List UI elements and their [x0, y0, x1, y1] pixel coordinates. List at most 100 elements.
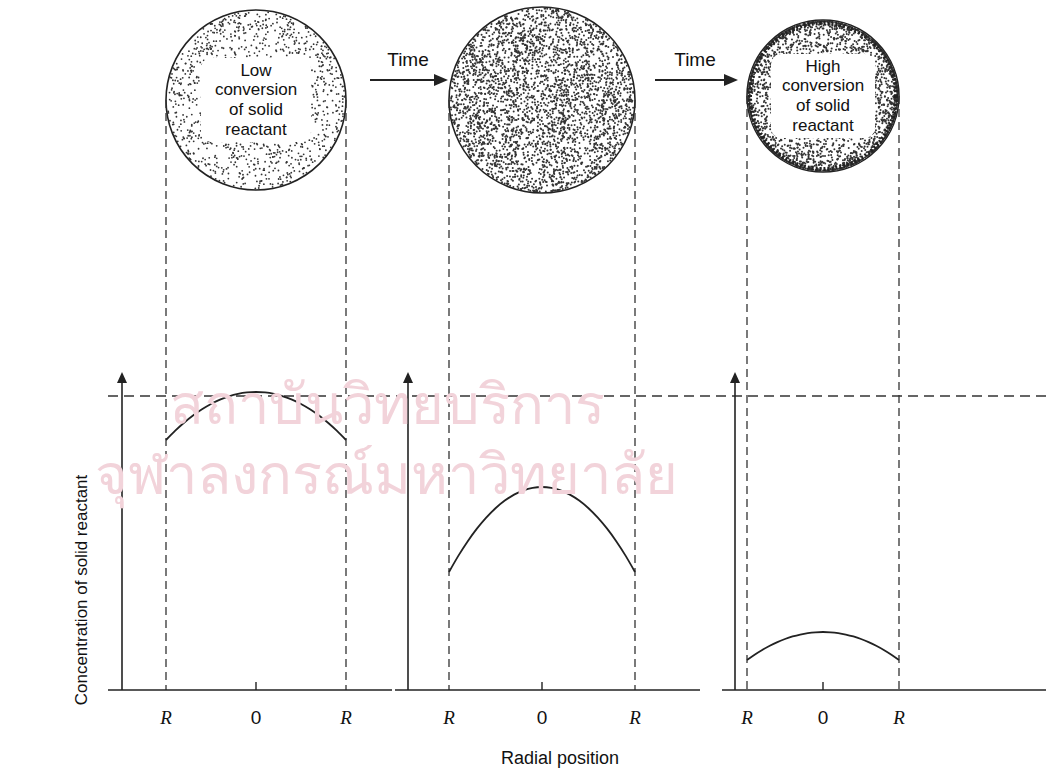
stipple-dot [579, 119, 581, 121]
stipple-dot [291, 150, 293, 152]
stipple-dot [579, 157, 581, 159]
stipple-dot [238, 48, 240, 50]
stipple-dot [318, 65, 320, 67]
stipple-dot [249, 55, 251, 57]
stipple-dot [265, 14, 267, 16]
stipple-dot [503, 23, 505, 25]
stipple-dot [336, 131, 338, 133]
stipple-dot [277, 144, 279, 146]
stipple-dot [259, 182, 261, 184]
stipple-dot [203, 143, 205, 145]
stipple-dot [214, 155, 216, 157]
stipple-dot [233, 185, 235, 187]
stipple-dot [248, 12, 250, 14]
stipple-dot [256, 25, 258, 27]
stipple-dot [231, 40, 233, 42]
stipple-dot [286, 18, 288, 20]
stipple-dot [509, 176, 511, 178]
stipple-dot [528, 63, 530, 65]
stipple-dot [315, 121, 317, 123]
stipple-dot [451, 114, 453, 116]
stipple-dot [249, 171, 251, 173]
stipple-dot [282, 30, 284, 32]
stipple-dot [176, 93, 178, 95]
stipple-dot [286, 55, 288, 57]
stipple-dot [287, 25, 289, 27]
stipple-dot [630, 94, 632, 96]
stipple-dot [231, 154, 233, 156]
stipple-dot [295, 40, 297, 42]
stipple-dot [254, 148, 256, 150]
stipple-dot [550, 70, 552, 72]
stipple-dot [324, 100, 326, 102]
stipple-dot [277, 149, 279, 151]
stipple-dot [312, 114, 314, 116]
stipple-dot [224, 182, 226, 184]
stipple-dot [520, 180, 522, 182]
stipple-dot [208, 157, 210, 159]
stipple-dot [604, 149, 606, 151]
stipple-dot [325, 83, 327, 85]
stipple-dot [336, 93, 338, 95]
stipple-dot [613, 130, 615, 132]
stipple-dot [249, 28, 251, 30]
stipple-dot [341, 86, 343, 88]
stipple-dot [239, 173, 241, 175]
stipple-dot [331, 73, 333, 75]
stipple-dot [325, 136, 327, 138]
stipple-dot [283, 39, 285, 41]
stipple-dot [495, 89, 497, 91]
stipple-dot [230, 161, 232, 163]
stipple-dot [287, 174, 289, 176]
stipple-dot [513, 66, 515, 68]
stipple-dot [496, 153, 498, 155]
stipple-dot [223, 180, 225, 182]
stipple-dot [535, 162, 537, 164]
stipple-dot [555, 130, 557, 132]
stipple-dot [549, 146, 551, 148]
stipple-dot [222, 25, 224, 27]
stipple-dot [178, 93, 180, 95]
stipple-dot [284, 44, 286, 46]
stipple-dot [470, 132, 472, 134]
stipple-dot [468, 123, 470, 125]
stipple-dot [340, 120, 342, 122]
stipple-dot [187, 129, 189, 131]
stipple-dot [315, 119, 317, 121]
stipple-dot [234, 31, 236, 33]
stipple-dot [289, 51, 291, 53]
stipple-dot [197, 36, 199, 38]
stipple-dot [318, 105, 320, 107]
stipple-dot [322, 129, 324, 131]
stipple-dot [329, 69, 331, 71]
stipple-dot [321, 61, 323, 63]
stipple-dot [324, 154, 326, 156]
stipple-dot [469, 154, 471, 156]
stipple-dot [291, 157, 293, 159]
stipple-dot [195, 43, 197, 45]
stipple-dot [225, 143, 227, 145]
stipple-dot [208, 48, 210, 50]
stipple-dot [281, 27, 283, 29]
stipple-dot [201, 42, 203, 44]
stipple-dot [214, 25, 216, 27]
stipple-dot [227, 167, 229, 169]
stipple-dot [226, 38, 228, 40]
stipple-dot [216, 157, 218, 159]
stipple-dot [318, 60, 320, 62]
stipple-dot [489, 93, 491, 95]
stipple-dot [171, 89, 173, 91]
stipple-dot [567, 142, 569, 144]
stipple-dot [188, 96, 190, 98]
stipple-dot [482, 58, 484, 60]
stipple-dot [183, 97, 185, 99]
stipple-dot [216, 55, 218, 57]
stipple-dot [286, 172, 288, 174]
stipple-dot [270, 25, 272, 27]
stipple-dot [242, 174, 244, 176]
stipple-dot [290, 172, 292, 174]
stipple-dot [295, 37, 297, 39]
stipple-dot [341, 110, 343, 112]
stipple-dot [181, 94, 183, 96]
stipple-dot [245, 32, 247, 34]
